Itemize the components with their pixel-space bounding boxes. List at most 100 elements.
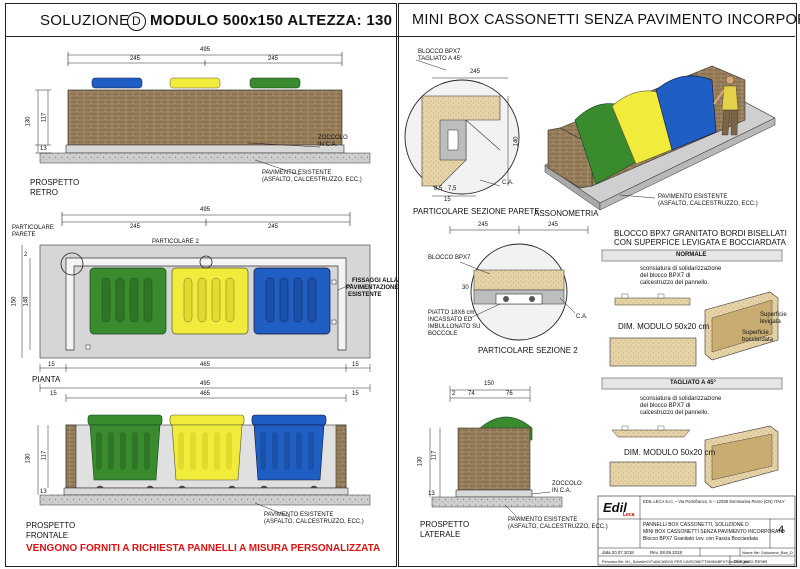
view-label-assonometria: ASSONOMETRIA <box>534 209 599 218</box>
module-title: MODULO 500x150 ALTEZZA: 130 <box>150 12 393 29</box>
solution-letter: D <box>127 12 146 31</box>
dim-117-laterale: 117 <box>431 450 438 461</box>
legend-sup-boc-2: bocciardata <box>742 337 774 343</box>
blocco-45-note-1: BLOCCO BPX7 <box>418 49 461 55</box>
dim-117-retro: 117 <box>41 112 48 123</box>
dim-130-frontale: 130 <box>25 453 32 464</box>
dim-76-laterale: 76 <box>506 391 513 397</box>
legend-scon-normale-2: del blocco BPX7 di <box>640 273 691 279</box>
title-line-1: PANNELLI BOX CASSONETTI, SOLUZIONE D <box>643 522 749 528</box>
legend-dim-normale: DIM. MODULO 50x20 cm <box>618 322 710 331</box>
view-label-sezione-2: PARTICOLARE SEZIONE 2 <box>478 346 578 355</box>
pavimento-note-asso-2: (ASFALTO, CALCESTRUZZO, ECC.) <box>658 201 758 207</box>
pianta-plan <box>21 212 371 372</box>
page-title: MINI BOX CASSONETTI SENZA PAVIMENTO INCO… <box>412 12 800 28</box>
particolare-parete-note-1: PARTICOLARE <box>12 225 54 231</box>
solution-label: SOLUZIONE <box>40 12 130 29</box>
fissaggi-note-1: FISSAGGI ALLA <box>352 278 399 284</box>
fissaggi-note-2: PAVIMENTAZIONE <box>346 285 399 291</box>
view-label-retro-1: PROSPETTO <box>30 178 80 187</box>
dim-245-pianta-left: 245 <box>130 224 141 230</box>
particolare-2-note: PARTICOLARE 2 <box>152 239 199 245</box>
dim-15-frontale-right: 15 <box>352 391 359 397</box>
ca-note-sez2: C.A. <box>576 314 588 320</box>
zoccolo-note-laterale-2: IN C.A. <box>552 488 572 494</box>
dim-130-retro: 130 <box>25 116 32 127</box>
pavimento-note-laterale-2: (ASFALTO, CALCESTRUZZO, ECC.) <box>508 524 608 530</box>
dim-2-laterale: 2 <box>452 391 456 397</box>
company-logo-sub: Leca <box>623 512 635 518</box>
dim-74-laterale: 74 <box>468 391 475 397</box>
dim-8-5-parete: 8,5 <box>434 186 443 192</box>
legend-scon-tagliato-3: calcestruzzo del pannello. <box>640 410 710 416</box>
custom-panels-note: VENGONO FORNITI A RICHIESTA PANNELLI A M… <box>26 543 381 554</box>
prospetto-frontale <box>37 384 371 518</box>
dim-15-pianta-left: 15 <box>48 362 55 368</box>
view-label-frontale-1: PROSPETTO <box>26 521 76 530</box>
title-date: data 20.07.2018 <box>602 550 634 555</box>
dim-245-sez2-right: 245 <box>548 222 559 228</box>
left-panel-frame <box>5 3 397 567</box>
particolare-parete-note-2: PARETE <box>12 232 36 238</box>
legend-sup-lev-2: levigata <box>760 319 781 325</box>
legend-sup-boc-1: Superficie <box>742 330 769 336</box>
legend-scon-tagliato-1: sconsiatura di solidarizzazione <box>640 396 722 402</box>
dim-495-frontale: 495 <box>200 381 211 387</box>
zoccolo-note-retro-1: ZOCCOLO <box>318 135 348 141</box>
title-drawn: Disegnato: Ermes <box>734 559 768 564</box>
detail-sezione-parete <box>404 59 520 197</box>
pavimento-note-retro-2: (ASFALTO, CALCESTRUZZO, ECC.) <box>262 177 362 183</box>
dim-245-parete: 245 <box>470 69 481 75</box>
title-block <box>597 495 796 566</box>
company-address: EDIL LECA S.r.l. – Via Portofranco, 5 – … <box>643 499 785 504</box>
dim-245-top-left: 245 <box>130 56 141 62</box>
dim-117-frontale: 117 <box>41 450 48 461</box>
dim-150-laterale: 150 <box>484 381 495 387</box>
ca-note-parete: C.A. <box>502 180 514 186</box>
title-file: Nome file: Soluzione_Box_D <box>742 550 793 555</box>
piatto-note-2: INCASSATO ED <box>428 317 473 323</box>
legend-dim-tagliato: DIM. MODULO 50x20 cm <box>624 448 716 457</box>
dim-130-laterale: 130 <box>417 456 424 467</box>
title-rev: Rev. 08.09.2018 <box>650 550 682 555</box>
fissaggi-note-3: ESISTENTE <box>348 292 382 298</box>
dim-15-pianta-right: 15 <box>352 362 359 368</box>
right-panel-frame <box>398 3 797 567</box>
dim-2-pianta: 2 <box>24 252 28 258</box>
dim-245-top-right: 245 <box>268 56 279 62</box>
legend-sup-lev-1: Superficie <box>760 312 787 318</box>
view-label-parete: PARTICOLARE SEZIONE PARETE <box>413 207 540 216</box>
dim-15-frontale-left: 15 <box>50 391 57 397</box>
person-figure <box>713 75 739 136</box>
dim-7-5-parete: 7,5 <box>448 186 457 192</box>
zoccolo-note-laterale-1: ZOCCOLO <box>552 481 582 487</box>
prospetto-retro <box>35 52 371 176</box>
dim-140-parete: 140 <box>513 136 520 147</box>
view-label-retro-2: RETRO <box>30 188 58 197</box>
pavimento-note-frontale-2: (ASFALTO, CALCESTRUZZO, ECC.) <box>264 519 364 525</box>
dim-13-laterale: 13 <box>428 491 435 497</box>
dim-15-parete: 15 <box>444 197 451 203</box>
dim-245-sez2-left: 245 <box>478 222 489 228</box>
dim-495-pianta: 495 <box>200 207 211 213</box>
detail-sezione-2 <box>449 226 589 341</box>
dim-245-pianta-right: 245 <box>268 224 279 230</box>
legend-tagliato: TAGLIATO A 45° <box>670 380 716 386</box>
pavimento-note-frontale-1: PAVIMENTO ESISTENTE <box>264 512 334 518</box>
title-line-2: MINI BOX CASSONETTI SENZA PAVIMENTO INCO… <box>643 529 785 535</box>
dim-465-pianta: 465 <box>200 362 211 368</box>
header-underline <box>5 36 795 37</box>
dim-495-top: 495 <box>200 47 211 53</box>
legend-normale: NORMALE <box>676 252 707 258</box>
title-line-3: Blocco BPX7 Granitato Lev. con Fascia Bo… <box>643 536 758 542</box>
company-logo: Edil <box>603 500 627 515</box>
pavimento-note-retro-1: PAVIMENTO ESISTENTE <box>262 170 332 176</box>
legend-panel <box>601 249 783 489</box>
view-label-frontale-2: FRONTALE <box>26 531 69 540</box>
dim-148-pianta: 148 <box>23 296 30 307</box>
legend-scon-normale-1: sconsiatura di solidarizzazione <box>640 266 722 272</box>
title-path: Percorso file: M:\_Schede\C\F\ANCA\BOX P… <box>602 560 750 564</box>
legend-scon-tagliato-2: del blocco BPX7 di <box>640 403 691 409</box>
